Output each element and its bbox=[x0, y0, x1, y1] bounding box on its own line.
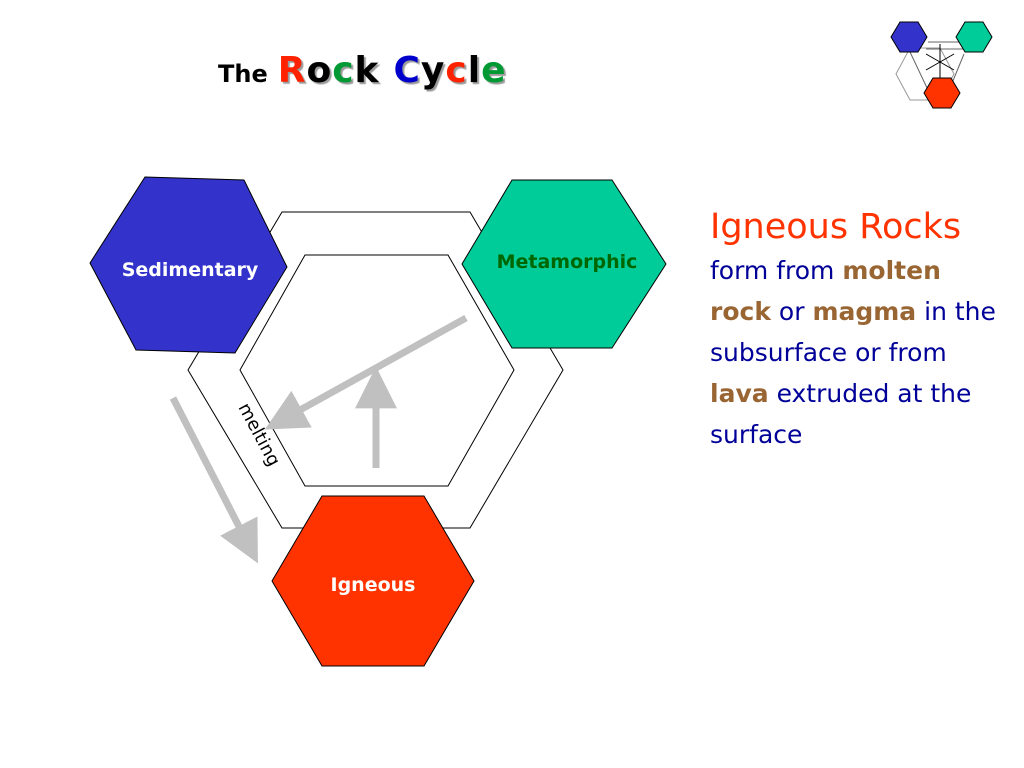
sedimentary-label: Sedimentary bbox=[122, 259, 259, 281]
title-letter: l bbox=[467, 50, 482, 91]
sedimentary-hexagon[interactable]: Sedimentary bbox=[89, 176, 288, 354]
title-letter: c bbox=[445, 50, 468, 91]
title-letter: R bbox=[277, 50, 307, 91]
title-letter: o bbox=[306, 50, 333, 91]
description-text-4: extruded at the surface bbox=[710, 379, 972, 449]
title-word-cycle: Cycle bbox=[394, 50, 507, 91]
description-heading: Igneous Rocks bbox=[710, 207, 962, 247]
title-word-rock: Rock bbox=[278, 50, 380, 91]
igneous-label: Igneous bbox=[331, 574, 416, 596]
sedimentary-to-igneous-arrow bbox=[169, 396, 258, 564]
igneous-hexagon[interactable]: Igneous bbox=[271, 495, 475, 667]
metamorphic-hexagon[interactable]: Metamorphic bbox=[461, 179, 667, 349]
description-text-3: in the subsurface or from bbox=[710, 297, 996, 367]
highlight-lava: lava bbox=[710, 379, 769, 408]
highlight-molten-rock: molten rock bbox=[710, 256, 941, 326]
description-text-2: or bbox=[778, 297, 805, 326]
description-text-1: form from bbox=[710, 256, 835, 285]
title-letter: C bbox=[393, 50, 421, 91]
title-letter: k bbox=[354, 50, 380, 91]
metamorphic-label: Metamorphic bbox=[497, 251, 638, 273]
rock-cycle-logo-icon bbox=[890, 21, 993, 109]
title-letter: e bbox=[481, 50, 507, 91]
title-prefix: The bbox=[218, 60, 268, 88]
title-letter: c bbox=[332, 50, 355, 91]
highlight-magma: magma bbox=[812, 297, 917, 326]
igneous-rocks-description: Igneous Rocks form from molten rock or m… bbox=[710, 204, 1010, 455]
title-letter: y bbox=[420, 50, 446, 91]
